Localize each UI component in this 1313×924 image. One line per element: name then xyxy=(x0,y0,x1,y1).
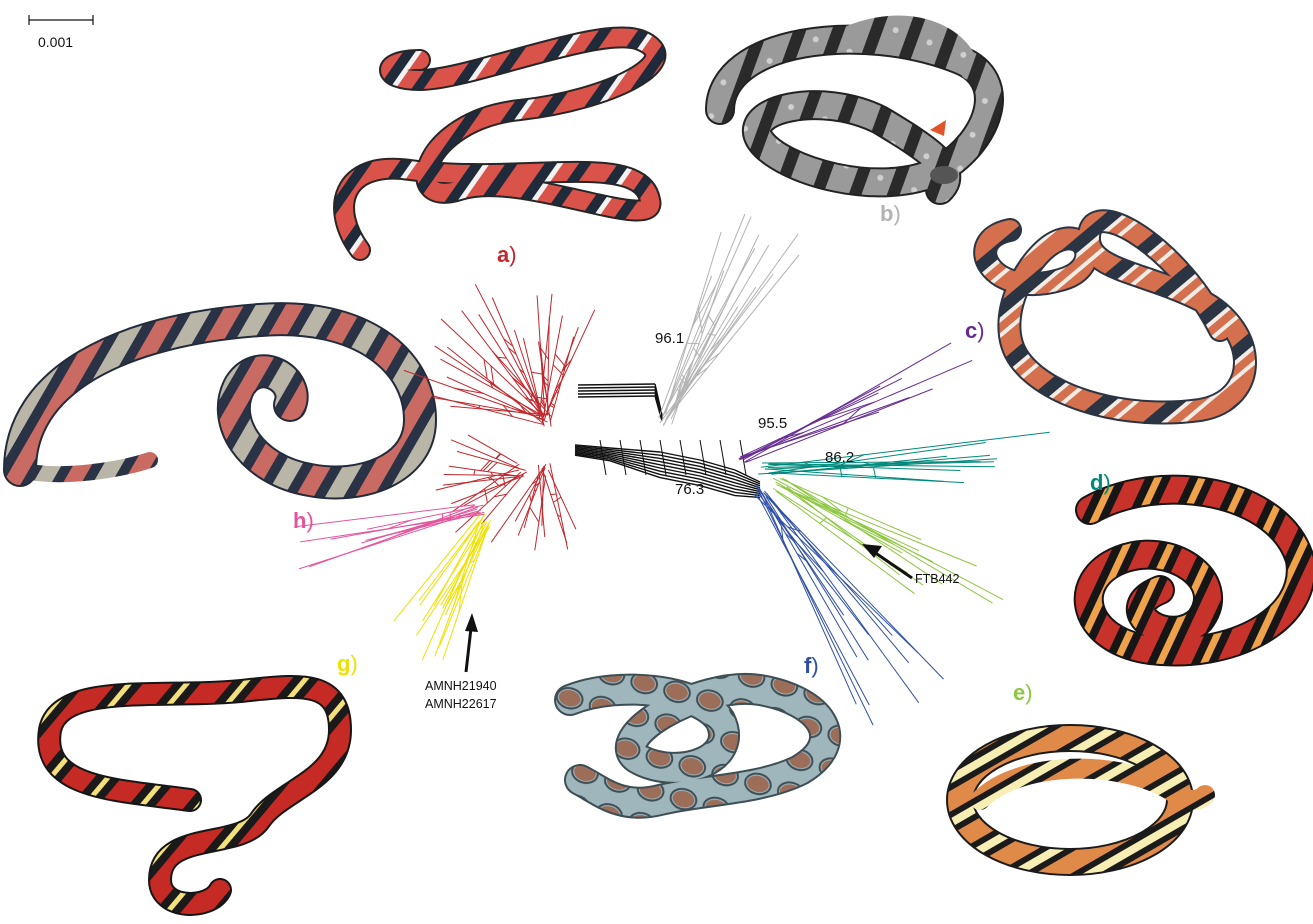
branch-b xyxy=(668,255,799,417)
amnh-arrow: AMNH21940 AMNH22617 xyxy=(425,613,497,711)
reticulation-a xyxy=(532,499,533,500)
core-edge xyxy=(578,396,655,397)
branch-b xyxy=(671,235,759,420)
branch-e xyxy=(787,487,900,575)
reticulation-a xyxy=(553,365,563,375)
branch-b xyxy=(672,271,724,425)
snake-photo-c xyxy=(985,221,1245,412)
branch-f xyxy=(767,494,919,703)
branch-d xyxy=(769,473,964,483)
clade-label-b: b) xyxy=(880,201,901,226)
branch-g xyxy=(416,526,489,635)
snake-photo-g xyxy=(49,687,340,904)
branch-g xyxy=(422,522,483,660)
snake-photo-h xyxy=(20,319,420,482)
clade-label-a: a) xyxy=(497,242,517,267)
reticulation-e xyxy=(843,520,894,545)
clade-label-h: h) xyxy=(293,508,314,533)
reticulation-a xyxy=(487,463,497,472)
branch-a xyxy=(468,435,517,464)
branch-a xyxy=(464,472,527,506)
reticulation-a xyxy=(496,454,501,459)
snake-photo-e xyxy=(960,738,1205,862)
clade-label-g: g) xyxy=(337,651,358,676)
reticulation-a xyxy=(474,470,475,475)
snake-photo-b xyxy=(720,26,989,190)
reticulation-a xyxy=(455,388,484,393)
branch-a xyxy=(542,468,567,543)
branch-b xyxy=(664,217,751,415)
clade-label-c: c) xyxy=(965,318,985,343)
core-edge xyxy=(578,393,655,394)
reticulation-a xyxy=(551,494,556,495)
reticulation-a xyxy=(537,397,547,398)
branch-a xyxy=(542,316,562,424)
branch-a xyxy=(482,474,524,524)
reticulation-a xyxy=(530,495,532,503)
snake-photo-a xyxy=(344,37,655,250)
reticulation-a xyxy=(479,406,480,408)
support-value-b: 96.1 xyxy=(655,330,684,347)
reticulation-a xyxy=(531,393,532,397)
reticulation-c xyxy=(821,402,875,420)
branch-g xyxy=(443,527,488,660)
reticulation-b xyxy=(708,315,715,327)
scale-bar-label: 0.001 xyxy=(38,34,73,50)
branch-h xyxy=(361,509,477,543)
branch-f xyxy=(764,494,892,636)
branch-a xyxy=(550,337,573,422)
amnh-label-1: AMNH21940 xyxy=(425,679,497,693)
clade-label-e: e) xyxy=(1013,680,1033,705)
reticulation-a xyxy=(550,405,554,408)
core-edge xyxy=(578,384,655,385)
scale-bar: 0.001 xyxy=(29,15,93,50)
clade-label-f: f) xyxy=(804,653,819,678)
clade-label-d: d) xyxy=(1090,470,1111,495)
core-rung xyxy=(660,440,666,475)
snake-photo-d xyxy=(1089,490,1301,652)
snake-photo-f xyxy=(570,689,825,803)
support-value-d: 86.2 xyxy=(825,449,854,466)
ftb442-label: FTB442 xyxy=(915,572,960,586)
branch-a xyxy=(451,440,519,469)
support-value-root: 76.3 xyxy=(675,481,704,498)
branch-h xyxy=(299,510,481,569)
branch-d xyxy=(765,469,944,482)
branch-e xyxy=(777,485,919,551)
reticulation-e xyxy=(845,508,848,517)
branch-c xyxy=(744,343,951,462)
core-edge xyxy=(578,387,655,388)
branch-e xyxy=(782,478,992,603)
core-edge xyxy=(578,390,655,391)
reticulation-a xyxy=(555,354,565,367)
amnh-label-2: AMNH22617 xyxy=(425,697,497,711)
support-value-c: 95.5 xyxy=(758,415,787,432)
reticulation-a xyxy=(530,507,539,522)
